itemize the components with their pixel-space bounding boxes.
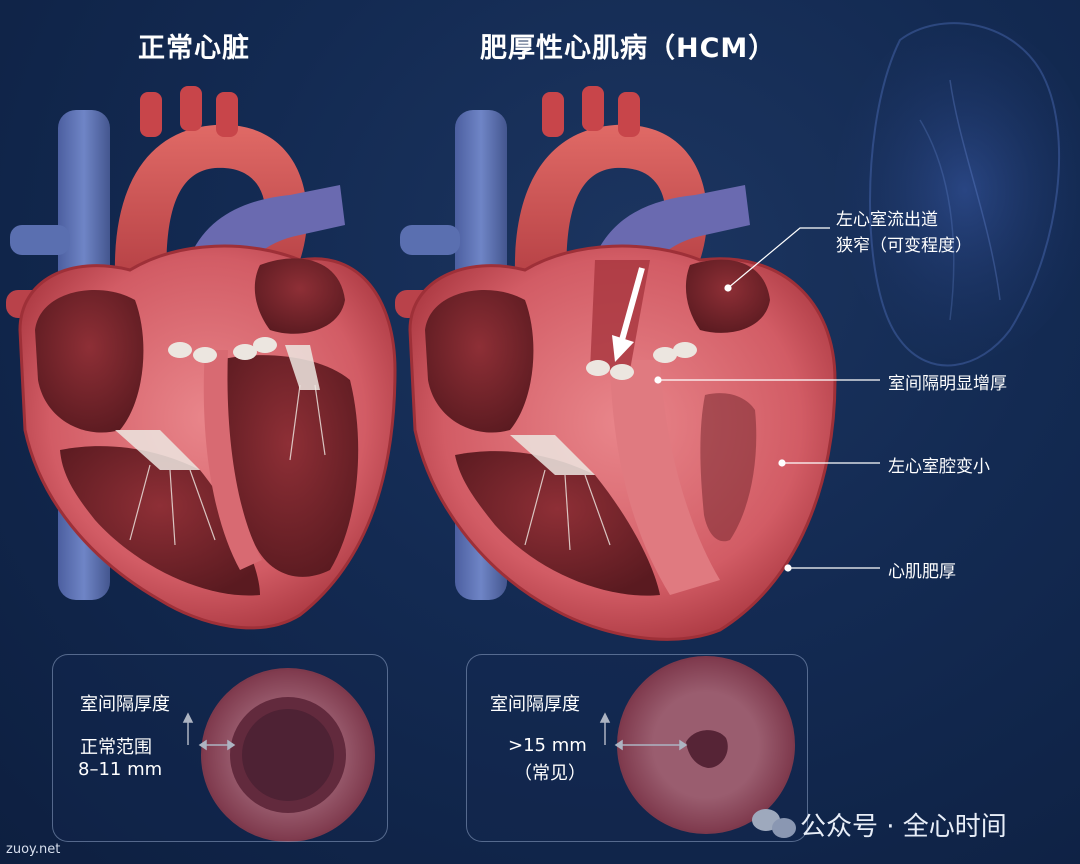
myocardium-thick-annotation: 心肌肥厚 — [888, 562, 956, 582]
hcm-lumen — [686, 730, 728, 768]
normal-range-value: 8–11 mm — [78, 759, 163, 780]
normal-range-label: 正常范围 — [80, 737, 152, 758]
hcm-thickness-value: >15 mm — [508, 735, 587, 756]
outflow-annotation-line2: 狭窄（可变程度） — [836, 236, 972, 256]
outflow-annotation-line1: 左心室流出道 — [836, 210, 938, 230]
right-ventricle — [455, 451, 660, 596]
heart-valves — [115, 337, 320, 470]
annotation-leaders — [654, 227, 880, 572]
left-ventricle — [219, 355, 359, 577]
ghost-heart-background — [835, 20, 1080, 367]
normal-septum — [203, 350, 262, 570]
flow-arrowhead — [612, 335, 634, 362]
hcm-heart-illustration — [395, 86, 837, 641]
left-atrium — [685, 259, 770, 333]
hcm-thickness-marker — [599, 712, 688, 751]
thickened-septum — [610, 360, 720, 595]
right-ventricle — [60, 446, 260, 596]
hcm-heart-title: 肥厚性心肌病（HCM） — [480, 33, 777, 64]
pulmonary-vein — [400, 225, 460, 255]
small-left-ventricle — [700, 393, 757, 542]
normal-panel-heading: 室间隔厚度 — [80, 694, 170, 715]
heart-valves — [510, 342, 697, 475]
site-watermark: zuoy.net — [6, 842, 61, 857]
right-atrium — [35, 290, 144, 433]
pulmonary-vein — [10, 225, 70, 255]
normal-cross-section — [201, 668, 375, 842]
flow-arrow — [619, 267, 645, 341]
normal-heart-title: 正常心脏 — [138, 33, 250, 64]
normal-heart-illustration — [6, 86, 397, 630]
hcm-septum-panel — [466, 654, 808, 842]
septum-thick-annotation: 室间隔明显增厚 — [888, 374, 1007, 394]
normal-septum-panel — [52, 654, 388, 842]
lv-small-annotation: 左心室腔变小 — [888, 457, 990, 477]
hcm-panel-heading: 室间隔厚度 — [490, 694, 580, 715]
watermark-text: 公众号 · 全心时间 — [800, 812, 1007, 842]
wechat-icon — [752, 809, 796, 838]
hcm-thickness-note: （常见） — [514, 763, 586, 784]
right-atrium — [425, 290, 534, 433]
left-atrium — [254, 258, 345, 334]
normal-thickness-marker — [182, 712, 236, 751]
